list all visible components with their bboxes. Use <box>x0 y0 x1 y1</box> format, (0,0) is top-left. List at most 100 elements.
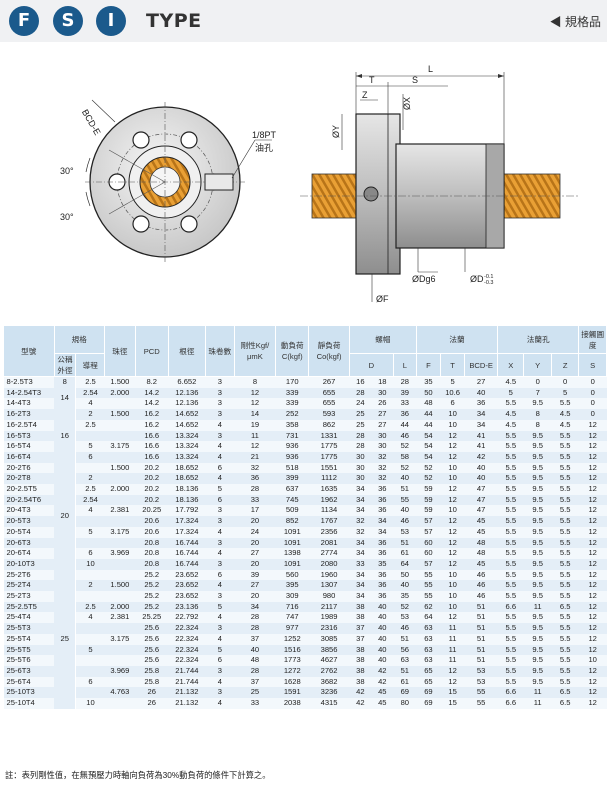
cell-value: 2.381 <box>104 612 136 624</box>
cell-value: 55 <box>393 494 417 506</box>
cell-value: 5.5 <box>551 580 579 592</box>
cell-value: 3.175 <box>104 633 136 645</box>
cell-value: 3.175 <box>104 526 136 538</box>
cell-value: 37 <box>234 633 276 645</box>
cell-value: 12 <box>440 537 465 549</box>
cell-value: 57 <box>416 516 441 527</box>
cell-value: 170 <box>275 376 309 388</box>
cell-value: 25.2 <box>135 580 169 592</box>
cell-value: 63 <box>416 623 441 634</box>
cell-value: 4 <box>75 612 105 624</box>
cell-value: 54 <box>416 430 441 442</box>
col-ball: 珠徑 <box>104 325 136 377</box>
cell-value: 36 <box>371 548 394 559</box>
cell-model: 14-2.54T3 <box>3 387 55 399</box>
cell-value: 53 <box>464 665 498 677</box>
cell-value: 1331 <box>308 430 350 442</box>
cell-value: 4 <box>205 633 235 645</box>
cell-value: 5.5 <box>497 537 524 549</box>
cell-value: 28 <box>234 623 276 634</box>
cell-value: 6 <box>205 494 235 506</box>
cell-value: 34 <box>349 537 372 549</box>
cell-value: 18.652 <box>168 473 206 485</box>
cell-value: 5.5 <box>497 451 524 463</box>
cell-value: 26 <box>371 398 394 410</box>
spec-products-link[interactable]: ◀ 規格品 <box>549 15 601 29</box>
cell-value: 637 <box>275 484 309 495</box>
cell-value: 63 <box>416 644 441 656</box>
cell-value: 4.763 <box>104 687 136 699</box>
cell-value: 26 <box>135 698 169 709</box>
cell-value: 12 <box>234 441 276 452</box>
cell-value: 12 <box>578 548 607 559</box>
cell-value: 9.5 <box>523 580 552 592</box>
cell-value: 3 <box>205 687 235 699</box>
cell-value: 9.5 <box>523 505 552 517</box>
col-stiffness: 剛性Kgf/μmK <box>233 325 277 377</box>
cell-value: 9.5 <box>523 548 552 559</box>
top-banner: F S I TYPE ◀ 規格品 <box>0 0 607 42</box>
cell-value: 37 <box>349 633 372 645</box>
cell-value: 48 <box>464 548 498 559</box>
cell-value: 2117 <box>308 601 350 613</box>
cell-value: 53 <box>393 526 417 538</box>
cell-value: 6.6 <box>497 687 524 699</box>
cell-value: 40 <box>464 462 498 474</box>
cell-value: 18.136 <box>168 494 206 506</box>
cell-value: 51 <box>464 601 498 613</box>
col-l: L <box>392 353 417 377</box>
cell-value: 5.5 <box>551 644 579 656</box>
cell-value: 4 <box>205 473 235 485</box>
cell-value: 9.5 <box>523 484 552 495</box>
cell-value: 5.5 <box>551 441 579 452</box>
cell-value: 22.324 <box>168 644 206 656</box>
cell-value <box>104 655 136 666</box>
cell-value: 5 <box>75 441 105 452</box>
cell-model: 20-10T3 <box>3 558 55 570</box>
cell-value: 3.969 <box>104 548 136 559</box>
cell-value: 8 <box>523 419 552 431</box>
cell-value: 58 <box>393 451 417 463</box>
cell-value: 20.6 <box>135 516 169 527</box>
cell-value: 399 <box>275 473 309 485</box>
cell-value: 10 <box>75 558 105 570</box>
cell-value: 28 <box>349 387 372 399</box>
cell-model: 20-6T3 <box>3 537 55 549</box>
cell-value: 40 <box>393 580 417 592</box>
cell-value: 17.792 <box>168 505 206 517</box>
cell-value: 6 <box>75 451 105 463</box>
bolt-hole <box>132 131 150 149</box>
cell-value: 1398 <box>275 548 309 559</box>
cell-value <box>75 430 105 442</box>
cell-value: 5.5 <box>551 569 579 581</box>
col-model: 型號 <box>3 325 55 377</box>
cell-value: 10 <box>440 462 465 474</box>
cell-value: 12 <box>578 569 607 581</box>
cell-value: 1091 <box>275 558 309 570</box>
cell-value: 9.5 <box>523 398 552 410</box>
cell-value: 5.5 <box>551 494 579 506</box>
cell-value: 3 <box>205 505 235 517</box>
cell-value: 2.54 <box>75 494 105 506</box>
cell-value: 10 <box>440 419 465 431</box>
cell-value: 25.2 <box>135 591 169 602</box>
cell-value: 3 <box>205 430 235 442</box>
cell-value: 34 <box>464 409 498 420</box>
cell-value: 9.5 <box>523 665 552 677</box>
cell-model: 16-2T3 <box>3 409 55 420</box>
cell-model: 14-4T3 <box>3 398 55 410</box>
cell-value: 20 <box>234 558 276 570</box>
bolt-hole <box>180 131 198 149</box>
cell-value: 40 <box>393 473 417 485</box>
cell-nominal: 16 <box>54 409 77 463</box>
cell-value: 42 <box>349 687 372 699</box>
